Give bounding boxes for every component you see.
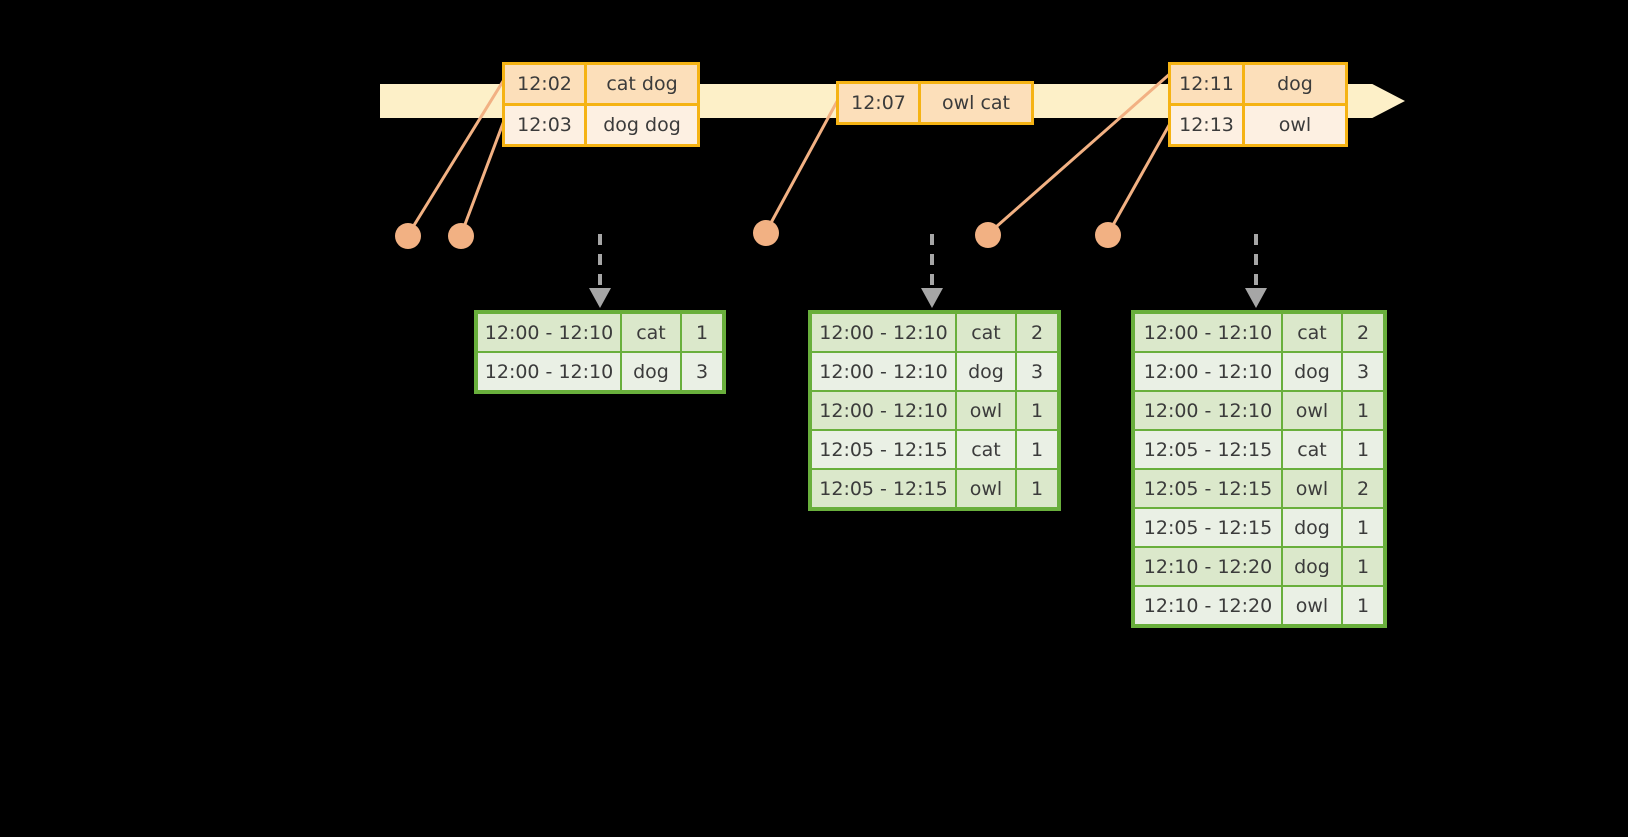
connector-dot (753, 220, 779, 246)
connector-dot (448, 223, 474, 249)
cell-window: 12:05 - 12:15 (812, 431, 957, 468)
cell-window: 12:05 - 12:15 (812, 470, 957, 507)
cell-count: 1 (1343, 509, 1383, 546)
cell-key: dog (957, 353, 1017, 390)
cell-count: 2 (1343, 470, 1383, 507)
event-row: 12:13 owl (1171, 103, 1345, 144)
connector-dot (1095, 222, 1121, 248)
event-time: 12:07 (839, 84, 921, 122)
cell-window: 12:10 - 12:20 (1135, 548, 1283, 585)
event-row: 12:11 dog (1171, 65, 1345, 103)
cell-window: 12:00 - 12:10 (478, 353, 622, 390)
cell-count: 1 (1343, 392, 1383, 429)
cell-window: 12:00 - 12:10 (1135, 392, 1283, 429)
cell-window: 12:00 - 12:10 (1135, 314, 1283, 351)
cell-count: 3 (1017, 353, 1057, 390)
cell-count: 2 (1017, 314, 1057, 351)
cell-key: dog (1283, 509, 1343, 546)
event-value: dog (1245, 65, 1345, 103)
cell-key: cat (622, 314, 682, 351)
event-time: 12:11 (1171, 65, 1245, 103)
event-value: owl (1245, 106, 1345, 144)
event-box-1: 12:02 cat dog 12:03 dog dog (502, 62, 700, 147)
cell-count: 1 (1017, 431, 1057, 468)
cell-window: 12:05 - 12:15 (1135, 509, 1283, 546)
cell-window: 12:00 - 12:10 (1135, 353, 1283, 390)
down-arrow-icon (589, 288, 611, 308)
connector-dot (395, 223, 421, 249)
cell-count: 3 (1343, 353, 1383, 390)
cell-key: owl (957, 470, 1017, 507)
cell-count: 1 (1343, 431, 1383, 468)
cell-count: 1 (1343, 548, 1383, 585)
event-box-3: 12:11 dog 12:13 owl (1168, 62, 1348, 147)
down-arrow-icon (1245, 288, 1267, 308)
cell-window: 12:00 - 12:10 (812, 314, 957, 351)
cell-window: 12:05 - 12:15 (1135, 470, 1283, 507)
connector-dot (975, 222, 1001, 248)
cell-window: 12:10 - 12:20 (1135, 587, 1283, 624)
cell-key: cat (1283, 431, 1343, 468)
event-value: cat dog (587, 65, 697, 103)
event-row: 12:07 owl cat (839, 84, 1031, 122)
cell-count: 1 (1017, 470, 1057, 507)
down-arrow-icon (921, 288, 943, 308)
cell-key: cat (1283, 314, 1343, 351)
cell-key: dog (1283, 353, 1343, 390)
event-time: 12:13 (1171, 106, 1245, 144)
event-time: 12:02 (505, 65, 587, 103)
cell-key: dog (622, 353, 682, 390)
event-box-2: 12:07 owl cat (836, 81, 1034, 125)
cell-key: owl (1283, 587, 1343, 624)
cell-count: 3 (682, 353, 722, 390)
cell-count: 1 (1017, 392, 1057, 429)
event-time: 12:03 (505, 106, 587, 144)
cell-window: 12:00 - 12:10 (478, 314, 622, 351)
cell-key: cat (957, 314, 1017, 351)
cell-count: 1 (1343, 587, 1383, 624)
cell-key: owl (1283, 470, 1343, 507)
cell-window: 12:00 - 12:10 (812, 392, 957, 429)
cell-key: dog (1283, 548, 1343, 585)
event-row: 12:03 dog dog (505, 103, 697, 144)
cell-window: 12:05 - 12:15 (1135, 431, 1283, 468)
cell-count: 1 (682, 314, 722, 351)
event-value: owl cat (921, 84, 1031, 122)
cell-key: owl (957, 392, 1017, 429)
cell-count: 2 (1343, 314, 1383, 351)
cell-key: cat (957, 431, 1017, 468)
cell-window: 12:00 - 12:10 (812, 353, 957, 390)
cell-key: owl (1283, 392, 1343, 429)
event-row: 12:02 cat dog (505, 65, 697, 103)
event-value: dog dog (587, 106, 697, 144)
